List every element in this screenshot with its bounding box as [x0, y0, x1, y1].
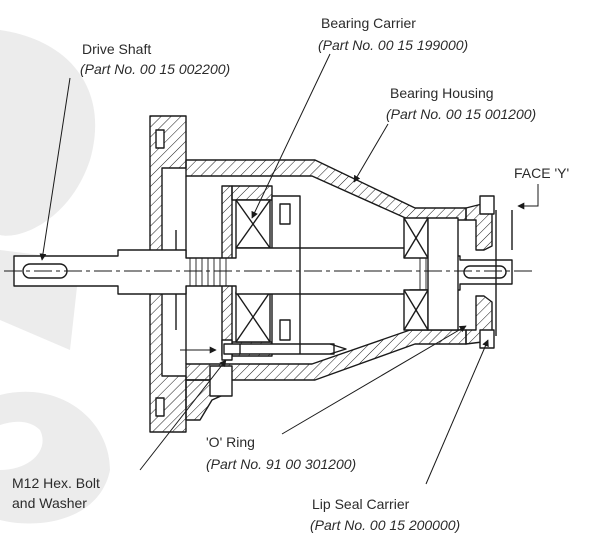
bearing-carrier-label: Bearing Carrier [321, 15, 416, 31]
cross-section [13, 115, 513, 433]
drive-shaft-part: (Part No. 00 15 002200) [80, 61, 230, 77]
bearing-housing-part: (Part No. 00 15 001200) [386, 106, 536, 122]
mounting-flange [149, 115, 187, 433]
lip-seal-carrier-label: Lip Seal Carrier [312, 496, 410, 512]
hex-bolt-label-line1: M12 Hex. Bolt [12, 475, 100, 491]
lip-seal-carrier-part: (Part No. 00 15 200000) [310, 517, 460, 533]
drive-shaft-label: Drive Shaft [82, 41, 151, 57]
bearing-housing-label: Bearing Housing [390, 85, 494, 101]
hex-bolt-label-line2: and Washer [12, 495, 87, 511]
face-y-label: FACE 'Y' [514, 165, 569, 181]
o-ring-part: (Part No. 91 00 301200) [206, 456, 356, 472]
o-ring-label: 'O' Ring [206, 434, 255, 450]
hex-bolt [223, 343, 335, 355]
labels: Drive Shaft (Part No. 00 15 002200) Bear… [12, 15, 569, 533]
leader-lines [39, 53, 539, 485]
bearing-carrier-part: (Part No. 00 15 199000) [318, 37, 468, 53]
drive-shaft [13, 247, 513, 295]
